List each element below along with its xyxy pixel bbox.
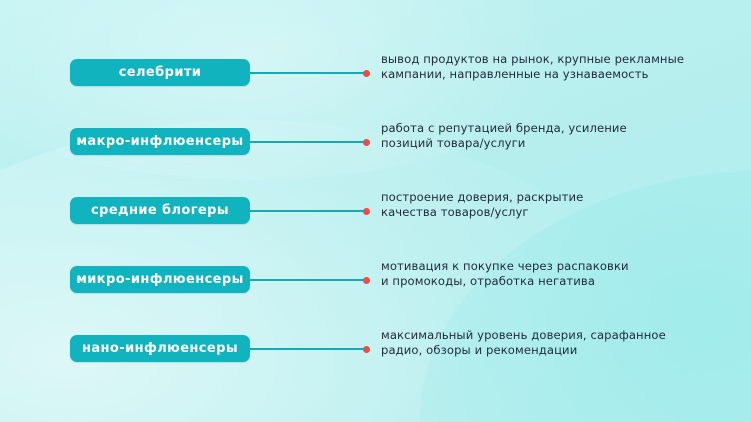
connector-line [250,141,364,143]
connector-dot-icon [363,207,370,215]
description-line: работа с репутацией бренда, усиление [381,121,627,135]
category-description: вывод продуктов на рынок, крупные реклам… [381,52,711,82]
connector-line [250,72,364,74]
diagram-row-macro-influencers: макро-инфлюенсеры работа с репутацией бр… [0,121,751,155]
connector-dot-icon [363,69,370,77]
description-line: максимальный уровень доверия, сарафанное [381,328,666,342]
connector-line [250,279,364,281]
connector-line [250,210,364,212]
description-line: позиций товара/услуги [381,136,526,150]
diagram-row-celebrities: селебрити вывод продуктов на рынок, круп… [0,52,751,86]
category-description: мотивация к покупке через распаковки и п… [381,259,711,289]
diagram-row-nano-influencers: нано-инфлюенсеры максимальный уровень до… [0,328,751,362]
category-pill-nano-influencers: нано-инфлюенсеры [70,335,250,362]
description-line: построение доверия, раскрытие [381,190,584,204]
diagram-row-mid-bloggers: средние блогеры построение доверия, раск… [0,190,751,224]
category-description: максимальный уровень доверия, сарафанное… [381,328,711,358]
diagram-row-micro-influencers: микро-инфлюенсеры мотивация к покупке че… [0,259,751,293]
category-pill-micro-influencers: микро-инфлюенсеры [70,266,250,293]
description-line: радио, обзоры и рекомендации [381,343,578,357]
description-line: вывод продуктов на рынок, крупные реклам… [381,52,685,66]
connector-dot-icon [363,138,370,146]
description-line: мотивация к покупке через распаковки [381,259,629,273]
category-description: построение доверия, раскрытие качества т… [381,190,711,220]
category-pill-celebrities: селебрити [70,59,250,86]
connector-dot-icon [363,276,370,284]
category-description: работа с репутацией бренда, усиление поз… [381,121,711,151]
category-pill-macro-influencers: макро-инфлюенсеры [70,128,250,155]
connector-dot-icon [363,345,370,353]
description-line: кампании, направленные на узнаваемость [381,67,649,81]
description-line: и промокоды, отработка негатива [381,274,596,288]
connector-line [250,348,364,350]
description-line: качества товаров/услуг [381,205,529,219]
category-pill-mid-bloggers: средние блогеры [70,197,250,224]
